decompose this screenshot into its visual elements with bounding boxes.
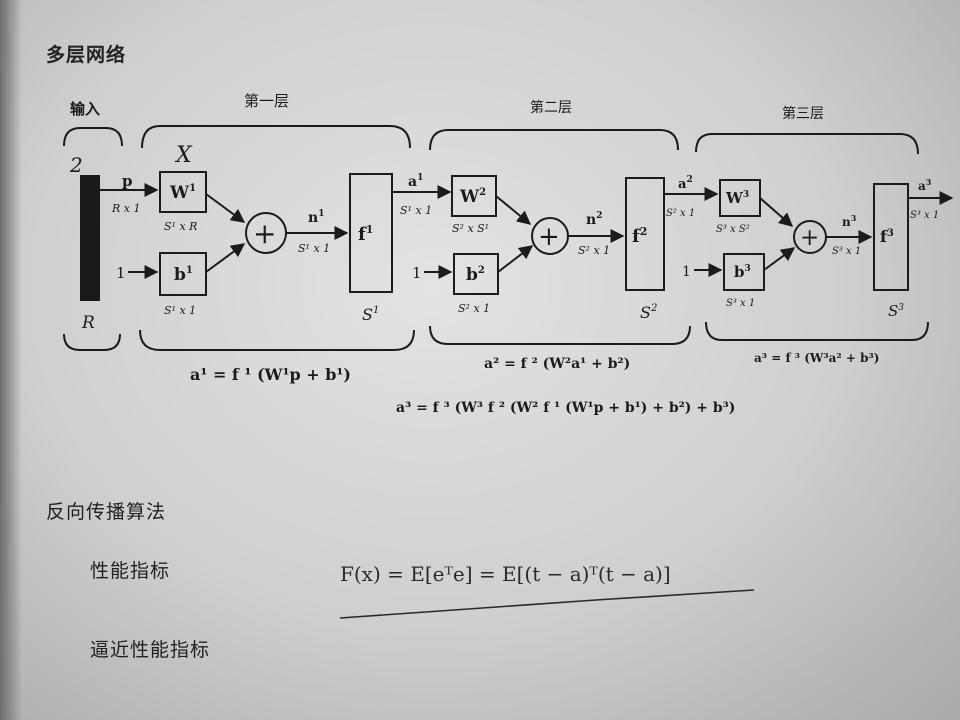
full-network-equation: a³ = f ³ (W³ f ² (W² f ¹ (W¹p + b¹) + b²… bbox=[396, 400, 735, 416]
layer2-weight-label: W2 bbox=[459, 187, 486, 207]
layer3-net-label: n3 bbox=[842, 213, 857, 229]
layer2-net-dim: S² x 1 bbox=[578, 244, 610, 257]
layer2-size-label: S2 bbox=[640, 303, 657, 322]
handwritten-mark-layer1: X bbox=[174, 143, 193, 168]
layer3-bias-input: 1 bbox=[682, 264, 691, 280]
layer3-label: 第三层 bbox=[782, 105, 824, 122]
formula-underline bbox=[339, 589, 755, 619]
layer2-weight-dim: S² x S¹ bbox=[452, 222, 489, 235]
layer3-bias-label: b3 bbox=[734, 263, 751, 281]
layer2-group-bracket bbox=[429, 129, 679, 151]
layer2-weight-to-sum-arrow bbox=[495, 195, 532, 225]
page-edge-shadow bbox=[0, 0, 22, 720]
layer1-transfer-label: f1 bbox=[358, 223, 373, 245]
layer2-bias-dim: S² x 1 bbox=[458, 302, 490, 315]
layer1-label: 第一层 bbox=[244, 92, 289, 110]
input-size-bracket bbox=[63, 333, 121, 351]
layer2-transfer-box bbox=[625, 177, 665, 291]
layer1-weight-to-sum-arrow bbox=[205, 193, 246, 223]
layer2-transfer-label: f2 bbox=[632, 225, 647, 247]
layer1-group-bracket bbox=[141, 125, 411, 149]
layer1-weight-label: W1 bbox=[169, 183, 196, 203]
layer1-size-label: S1 bbox=[362, 305, 379, 324]
input-vector-label: p bbox=[122, 172, 133, 190]
layer2-output-dim: S² x 1 bbox=[666, 208, 695, 219]
layer3-group-bracket bbox=[695, 133, 919, 155]
heading-multilayer-network: 多层网络 bbox=[46, 44, 127, 66]
layer2-net-label: n2 bbox=[586, 211, 602, 228]
layer3-transfer-label: f3 bbox=[880, 227, 894, 246]
layer1-weight-dim: S¹ x R bbox=[164, 220, 197, 233]
layer1-size-bracket bbox=[139, 329, 415, 351]
layer3-output-label: a3 bbox=[918, 177, 932, 193]
layer2-bias-label: b2 bbox=[466, 265, 485, 285]
layer1-output-dim: S¹ x 1 bbox=[400, 204, 432, 217]
layer1-bias-dim: S¹ x 1 bbox=[164, 304, 196, 317]
input-vector-bar bbox=[80, 175, 100, 301]
layer1-sum-plus-icon: + bbox=[253, 217, 276, 250]
layer2-bias-input: 1 bbox=[412, 264, 422, 282]
layer2-bias-box bbox=[453, 253, 499, 295]
input-vector-dim: R x 1 bbox=[111, 202, 140, 215]
input-size-label: R bbox=[81, 313, 95, 333]
layer1-equation: a¹ = f ¹ (W¹p + b¹) bbox=[190, 365, 351, 384]
layer1-net-label: n1 bbox=[308, 209, 324, 226]
input-group-bracket bbox=[63, 127, 123, 147]
performance-index-formula: F(x) = E[eᵀe] = E[(t − a)ᵀ(t − a)] bbox=[340, 562, 671, 586]
heading-performance-index: 性能指标 bbox=[90, 560, 171, 582]
layer3-bias-dim: S³ x 1 bbox=[726, 298, 755, 309]
layer1-bias-label: b1 bbox=[174, 265, 193, 285]
layer3-size-bracket bbox=[705, 321, 929, 341]
layer3-equation: a³ = f ³ (W³a² + b³) bbox=[754, 351, 879, 365]
layer1-transfer-box bbox=[349, 173, 393, 293]
input-group-label: 输入 bbox=[70, 100, 100, 118]
layer2-equation: a² = f ² (W²a¹ + b²) bbox=[484, 356, 630, 372]
layer3-size-label: S3 bbox=[888, 302, 904, 320]
layer3-weight-dim: S³ x S² bbox=[716, 224, 750, 235]
layer3-sum-plus-icon: + bbox=[800, 225, 819, 251]
layer3-bias-box bbox=[723, 253, 765, 291]
heading-approximate-performance-index: 逼近性能指标 bbox=[90, 639, 211, 661]
layer1-bias-box bbox=[159, 252, 207, 296]
layer1-output-label: a1 bbox=[408, 173, 423, 190]
layer3-weight-to-sum-arrow bbox=[759, 197, 794, 227]
layer2-label: 第二层 bbox=[530, 99, 572, 116]
layer3-output-dim: S³ x 1 bbox=[910, 210, 939, 221]
layer1-bias-input: 1 bbox=[116, 264, 126, 282]
heading-backpropagation: 反向传播算法 bbox=[46, 501, 167, 523]
layer1-weight-box bbox=[159, 171, 207, 213]
handwritten-mark-input: 2 bbox=[69, 153, 83, 177]
layer3-bias-to-sum-arrow bbox=[763, 247, 796, 271]
layer2-output-label: a2 bbox=[678, 175, 693, 192]
layer2-bias-to-sum-arrow bbox=[497, 245, 534, 273]
layer1-net-dim: S¹ x 1 bbox=[298, 242, 330, 255]
layer3-net-dim: S³ x 1 bbox=[832, 246, 861, 257]
layer2-size-bracket bbox=[429, 325, 691, 345]
layer2-sum-plus-icon: + bbox=[538, 222, 560, 252]
layer3-weight-label: W3 bbox=[725, 189, 749, 207]
layer3-transfer-box bbox=[873, 183, 909, 291]
layer1-bias-to-sum-arrow bbox=[205, 243, 246, 273]
